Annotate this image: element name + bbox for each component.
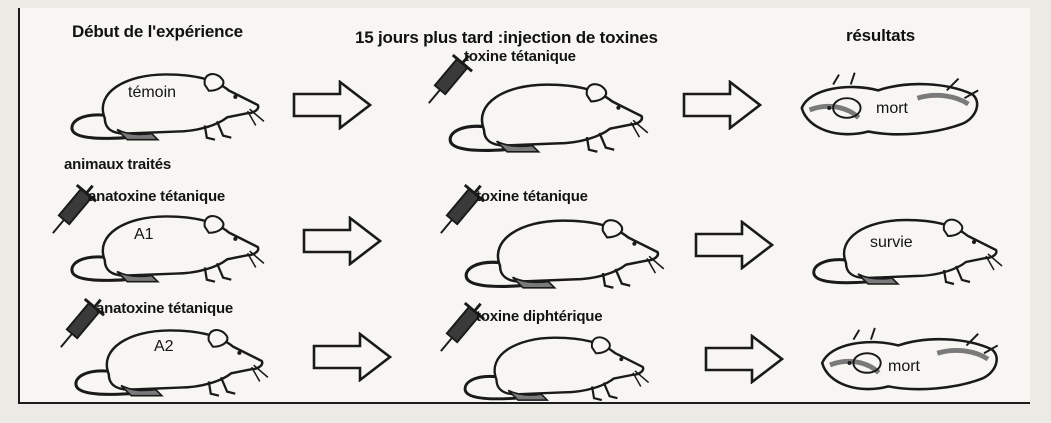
header-results: résultats: [846, 26, 915, 46]
header-start: Début de l'expérience: [72, 22, 243, 42]
row1-toxin-label: toxine tétanique: [464, 48, 576, 65]
experiment-figure: Début de l'expérience 15 jours plus tard…: [18, 8, 1030, 404]
row3-anatoxin-label: anatoxine tétanique: [96, 300, 233, 317]
control-mouse: [64, 62, 268, 144]
row3-treated-mouse: [68, 318, 272, 400]
group-label: animaux traités: [64, 156, 171, 173]
row1-result-label: mort: [876, 100, 908, 118]
row2-toxin-label: toxine tétanique: [476, 188, 588, 205]
row2-arrow-2: [694, 220, 774, 270]
row2-injected-mouse: [458, 208, 668, 292]
row3-toxin-label: toxine diphtérique: [476, 308, 602, 325]
row3-injected-mouse: [450, 326, 660, 404]
row1-arrow-2: [682, 80, 762, 130]
row2-anatoxin-label: anatoxine tétanique: [88, 188, 225, 205]
row3-arrow-1: [312, 332, 392, 382]
header-injection: 15 jours plus tard :injection de toxines: [355, 28, 658, 48]
row1-arrow-1: [292, 80, 372, 130]
row3-result-label: mort: [888, 358, 920, 376]
row3-arrow-2: [704, 334, 784, 384]
row2-group-label: A1: [134, 226, 154, 244]
row1-injected-mouse: [442, 72, 652, 156]
row2-arrow-1: [302, 216, 382, 266]
control-label: témoin: [128, 84, 176, 102]
row3-group-label: A2: [154, 338, 174, 356]
row2-result-label: survie: [870, 234, 913, 252]
row2-treated-mouse: [64, 204, 268, 286]
